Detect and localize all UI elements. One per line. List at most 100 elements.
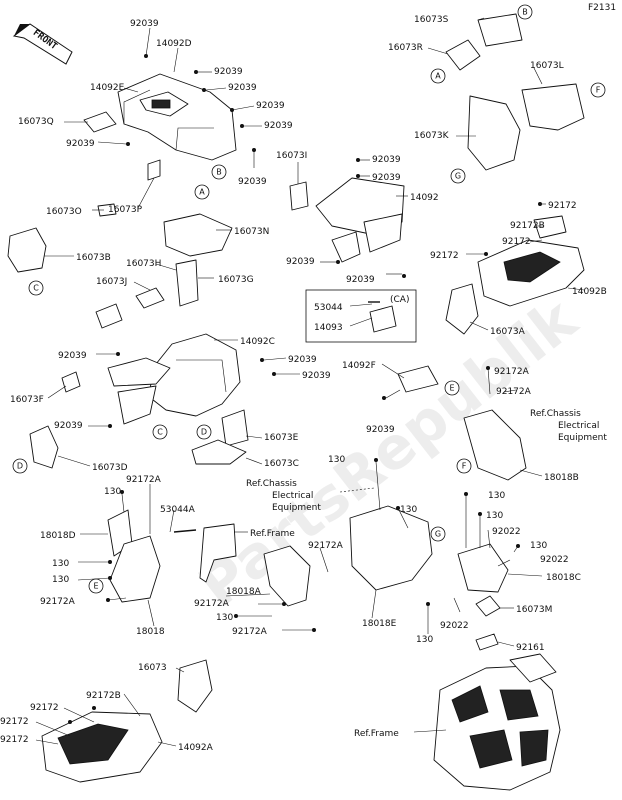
- label-14092C: 14092C: [240, 337, 275, 347]
- part-16073-bottom: [177, 659, 213, 713]
- callout-B-top: B: [517, 4, 533, 20]
- part-14092B-floor: [477, 215, 585, 307]
- label-16073L: 16073L: [530, 61, 564, 71]
- part-number-labels: F2131 92039 14092D 92039 14092E 92039 92…: [0, 3, 616, 753]
- label-16073B: 16073B: [76, 253, 111, 263]
- part-18018E-18018C: [349, 505, 509, 593]
- part-18018A: [263, 545, 311, 607]
- figure-code: F2131: [588, 3, 616, 13]
- label-14092E: 14092E: [90, 83, 125, 93]
- callout-E-mid: E: [444, 380, 460, 396]
- label-18018C: 18018C: [546, 573, 581, 583]
- callout-D-mid: D: [196, 424, 212, 440]
- label-92022: 92022: [492, 527, 521, 537]
- part-16073Q: [83, 111, 117, 133]
- callout-G-mid: G: [430, 526, 446, 542]
- label-14092B: 14092B: [572, 287, 607, 297]
- label-16073I: 16073I: [276, 151, 307, 161]
- label-53044: 53044: [314, 303, 343, 313]
- label-92039: 92039: [372, 173, 401, 183]
- label-92039: 92039: [302, 371, 331, 381]
- label-ref-frame: Ref.Frame: [250, 529, 295, 539]
- label-92172A: 92172A: [194, 599, 230, 609]
- callout-C-left: C: [28, 280, 44, 296]
- label-16073: 16073: [138, 663, 167, 673]
- callout-E-low: E: [88, 578, 104, 594]
- label-92039: 92039: [58, 351, 87, 361]
- callout-C-mid: C: [152, 424, 168, 440]
- label-92039: 92039: [288, 355, 317, 365]
- part-16073J-b: [95, 303, 123, 329]
- part-16073L: [521, 83, 585, 131]
- label-16073N: 16073N: [234, 227, 269, 237]
- label-14092: 14092: [410, 193, 439, 203]
- part-16073F: [61, 371, 81, 393]
- label-16073Q: 16073Q: [18, 117, 54, 127]
- svg-text:C: C: [33, 284, 39, 293]
- label-92172A: 92172A: [126, 475, 162, 485]
- label-92172B: 92172B: [86, 691, 121, 701]
- part-18018B: [463, 409, 527, 481]
- svg-text:D: D: [17, 462, 23, 471]
- label-16073E: 16073E: [264, 433, 299, 443]
- label-18018E: 18018E: [362, 619, 397, 629]
- label-92039: 92039: [366, 425, 395, 435]
- label-92172A: 92172A: [232, 627, 268, 637]
- label-92172A: 92172A: [496, 387, 532, 397]
- label-ref-chassis-right: Ref.Chassis: [530, 409, 581, 419]
- label-16073A: 16073A: [490, 327, 526, 337]
- label-ref-chassis-center: Equipment: [272, 503, 321, 513]
- label-92039: 92039: [264, 121, 293, 131]
- part-14092F: [397, 365, 439, 393]
- callout-F-top: F: [590, 82, 606, 98]
- label-92172A: 92172A: [308, 541, 344, 551]
- label-92172B: 92172B: [510, 221, 545, 231]
- callout-A-top: A: [430, 68, 446, 84]
- label-16073M: 16073M: [516, 605, 552, 615]
- label-14092F: 14092F: [342, 361, 376, 371]
- label-16073D: 16073D: [92, 463, 128, 473]
- label-ref-chassis-right: Electrical: [558, 421, 599, 431]
- part-frame-bottom-right: [433, 653, 561, 791]
- callout-A-left: A: [194, 184, 210, 200]
- label-92039: 92039: [346, 275, 375, 285]
- label-92172: 92172: [0, 735, 29, 745]
- part-16073C: [191, 439, 247, 465]
- label-16073K: 16073K: [414, 131, 450, 141]
- label-16073C: 16073C: [264, 459, 299, 469]
- label-92172: 92172: [548, 201, 577, 211]
- part-16073P: [147, 159, 161, 181]
- label-130: 130: [216, 613, 233, 623]
- part-bracket-frame: [173, 523, 237, 583]
- part-18018-guards: [107, 509, 161, 603]
- bolt-markers: [68, 54, 542, 724]
- label-16073S: 16073S: [414, 15, 449, 25]
- label-92161: 92161: [516, 643, 545, 653]
- label-18018D: 18018D: [40, 531, 76, 541]
- label-ref-chassis-center: Ref.Chassis: [246, 479, 297, 489]
- label-92172: 92172: [30, 703, 59, 713]
- label-130: 130: [488, 491, 505, 501]
- label-92039: 92039: [286, 257, 315, 267]
- label-14092D: 14092D: [156, 39, 192, 49]
- label-92039: 92039: [256, 101, 285, 111]
- label-92172A: 92172A: [494, 367, 530, 377]
- label-130: 130: [104, 487, 121, 497]
- part-16073N: [163, 213, 233, 257]
- part-16073S: [477, 13, 523, 47]
- part-16073O: [97, 203, 117, 217]
- label-92039: 92039: [228, 83, 257, 93]
- label-CA: (CA): [390, 295, 409, 305]
- callout-B-left: B: [211, 164, 227, 180]
- label-ref-chassis-right: Equipment: [558, 433, 607, 443]
- label-16073J: 16073J: [96, 277, 127, 287]
- label-92039: 92039: [214, 67, 243, 77]
- label-16073O: 16073O: [46, 207, 82, 217]
- part-16073E: [221, 409, 249, 447]
- label-16073H: 16073H: [126, 259, 161, 269]
- label-92172: 92172: [430, 251, 459, 261]
- svg-text:G: G: [455, 172, 461, 181]
- label-92039: 92039: [238, 177, 267, 187]
- part-16073I: [289, 181, 309, 211]
